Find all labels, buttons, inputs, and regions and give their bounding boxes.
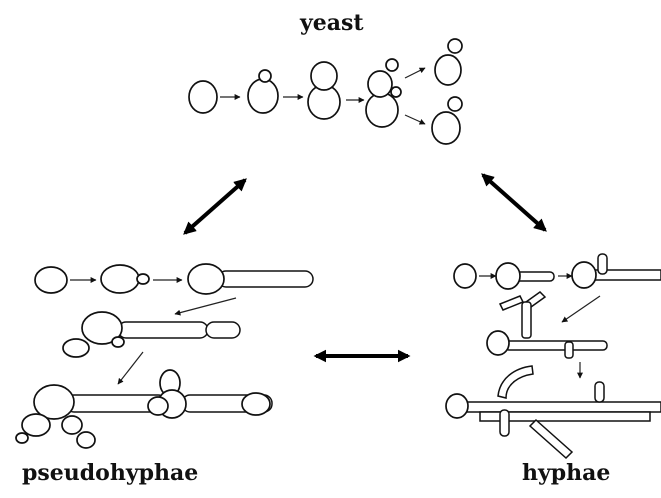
transition-arrow-yeast-pseudohyphae — [185, 180, 245, 233]
yeast-arrow-4 — [405, 68, 425, 78]
hyphae-cell-4 — [487, 292, 607, 358]
hyphae-sequence — [446, 254, 661, 458]
transition-arrow-yeast-hyphae — [483, 175, 545, 230]
pseudo-arrow-3 — [175, 298, 236, 314]
hyphae-cell-3 — [572, 254, 661, 288]
pseudo-cell-2 — [101, 265, 149, 293]
pseudohyphae-label: pseudohyphae — [22, 462, 198, 484]
yeast-arrow-5 — [405, 115, 425, 124]
hyphae-label: hyphae — [522, 462, 610, 484]
pseudohyphae-sequence — [16, 264, 313, 448]
yeast-sequence — [189, 39, 462, 144]
pseudo-cell-4 — [63, 312, 240, 357]
yeast-cell-6 — [432, 97, 462, 144]
yeast-label: yeast — [300, 12, 364, 34]
hyphae-cell-5 — [446, 366, 661, 458]
yeast-cell-5 — [435, 39, 462, 85]
hyphae-cell-1 — [454, 264, 476, 288]
hyphae-cell-2 — [496, 263, 554, 289]
pseudo-cell-1 — [35, 267, 67, 293]
pseudo-cell-3 — [188, 264, 313, 294]
yeast-cell-2 — [248, 70, 278, 113]
pseudo-cell-5 — [16, 370, 272, 448]
pseudo-arrow-4 — [118, 352, 143, 384]
yeast-cell-1 — [189, 81, 217, 113]
yeast-cell-3 — [308, 62, 340, 119]
hyphae-arrow-3 — [562, 296, 600, 322]
yeast-cell-4 — [366, 59, 401, 127]
